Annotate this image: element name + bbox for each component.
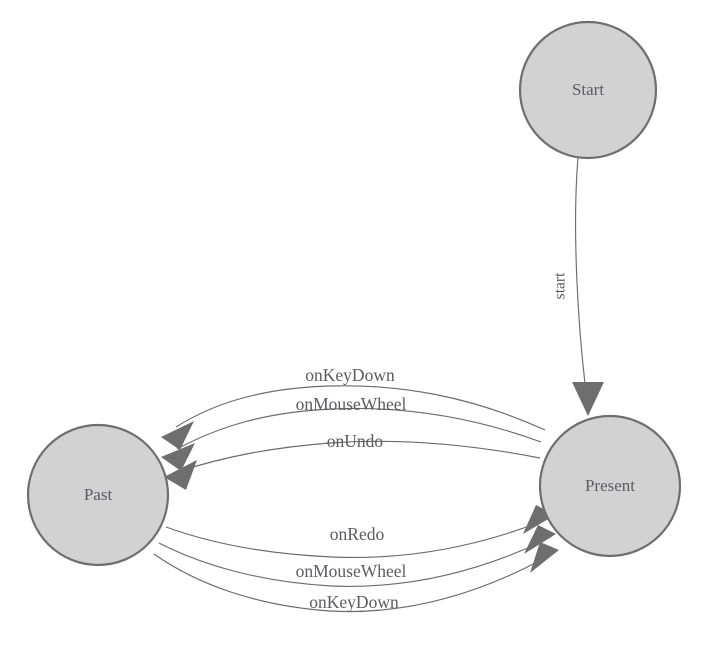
edge-label-past-present-onredo: onRedo xyxy=(330,524,385,544)
edge-label-present-past-onundo: onUndo xyxy=(327,431,384,451)
edge-past-to-present-onkeydown[interactable]: onKeyDown xyxy=(153,542,559,613)
edge-present-to-past-onkeydown-arrowhead xyxy=(161,421,194,450)
edge-past-to-present-onkeydown-path xyxy=(153,553,544,613)
edge-past-to-present-onmousewheel-path xyxy=(158,541,542,587)
node-present[interactable]: Present xyxy=(538,414,682,558)
edge-label-past-present-onmousewheel: onMouseWheel xyxy=(296,561,407,581)
edge-start-to-present[interactable]: start xyxy=(552,157,604,416)
node-past-label: Past xyxy=(84,485,113,504)
edge-present-to-past-onundo-arrowhead xyxy=(164,460,197,490)
edge-label-start: start xyxy=(552,272,569,299)
edge-start-to-present-arrowhead xyxy=(572,382,604,416)
edge-present-to-past-onmousewheel-path xyxy=(176,407,542,450)
edge-label-past-present-onkeydown: onKeyDown xyxy=(309,592,399,612)
edge-present-to-past-onkeydown[interactable]: onKeyDown xyxy=(161,365,546,450)
node-start-circle xyxy=(518,20,658,160)
edge-present-to-past-onmousewheel[interactable]: onMouseWheel xyxy=(161,394,542,471)
node-present-circle xyxy=(538,414,682,558)
edge-present-to-past-onkeydown-path xyxy=(175,385,546,431)
edge-past-to-present-onmousewheel-arrowhead xyxy=(524,525,556,554)
edge-present-to-past-onundo[interactable]: onUndo xyxy=(164,431,541,490)
edge-present-to-past-onundo-path xyxy=(179,440,541,472)
edge-past-to-present-onkeydown-arrowhead xyxy=(530,542,559,573)
node-present-label: Present xyxy=(585,476,635,495)
edge-label-present-past-onmousewheel: onMouseWheel xyxy=(296,394,407,414)
edge-past-to-present-onredo[interactable]: onRedo xyxy=(165,505,555,559)
edge-start-to-present-path xyxy=(575,157,588,401)
node-past[interactable]: Past xyxy=(26,423,170,567)
node-start[interactable]: Start xyxy=(518,20,658,160)
edge-past-to-present-onredo-path xyxy=(165,521,541,559)
edge-present-to-past-onmousewheel-arrowhead xyxy=(161,443,195,471)
node-past-circle xyxy=(26,423,170,567)
edge-past-to-present-onmousewheel[interactable]: onMouseWheel xyxy=(158,525,556,587)
node-start-label: Start xyxy=(572,80,604,99)
edge-label-present-past-onkeydown: onKeyDown xyxy=(305,365,395,385)
